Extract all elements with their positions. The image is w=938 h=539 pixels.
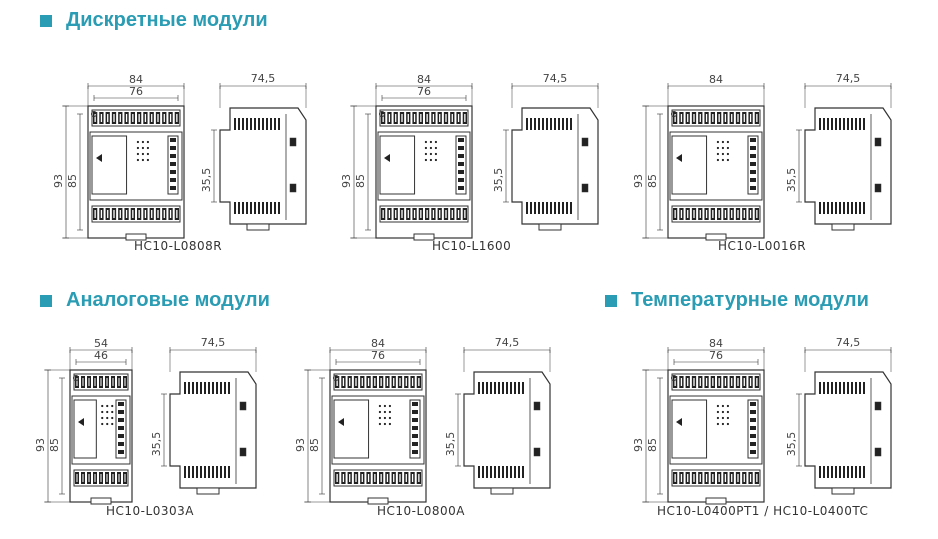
height-outer-label: 93 (52, 174, 65, 188)
side-view-2: 74,5 35,5 (785, 72, 892, 231)
width-inner-label: 76 (371, 349, 385, 362)
square-bullet-icon (40, 14, 52, 27)
module-caption: HC10-L0303A (106, 504, 194, 518)
side-view-0: 74,5 35,5 (200, 72, 307, 231)
side-view-4: 74,5 35,5 (444, 336, 551, 495)
height-inner-label: 85 (66, 174, 79, 188)
depth-label: 74,5 (251, 72, 276, 85)
section-title-temperature: Температурные модули (605, 289, 869, 312)
height-outer-label: 93 (632, 174, 645, 188)
depth-label: 74,5 (836, 336, 861, 349)
width-outer-label: 84 (709, 337, 723, 350)
section-title-discrete: Дискретные модули (40, 9, 268, 32)
module-caption: HC10-L0808R (134, 239, 223, 253)
height-inner-label: 85 (48, 438, 61, 452)
rail-label: 35,5 (444, 432, 457, 457)
section-title-text: Аналоговые модули (66, 289, 270, 311)
height-inner-label: 85 (308, 438, 321, 452)
height-inner-label: 85 (646, 438, 659, 452)
module-caption: HC10-L0400PT1 / HC10-L0400TC (657, 504, 869, 518)
module-caption: HC10-L1600 (432, 239, 512, 253)
side-view-5: 74,5 35,5 (785, 336, 892, 495)
depth-label: 74,5 (201, 336, 226, 349)
section-title-text: Дискретные модули (66, 9, 268, 31)
section-title-text: Температурные модули (631, 289, 869, 311)
width-inner-label: 76 (709, 349, 723, 362)
height-outer-label: 93 (340, 174, 353, 188)
module-caption: HC10-L0800A (377, 504, 465, 518)
width-inner-label: 46 (94, 349, 108, 362)
depth-label: 74,5 (543, 72, 568, 85)
rail-label: 35,5 (200, 168, 213, 193)
width-outer-label: 54 (94, 337, 108, 350)
section-title-analog: Аналоговые модули (40, 289, 270, 312)
depth-label: 74,5 (836, 72, 861, 85)
width-outer-label: 84 (129, 73, 143, 86)
height-outer-label: 93 (34, 438, 47, 452)
rail-label: 35,5 (492, 168, 505, 193)
width-outer-label: 84 (709, 73, 723, 86)
width-outer-label: 84 (371, 337, 385, 350)
height-inner-label: 85 (646, 174, 659, 188)
square-bullet-icon (40, 294, 52, 307)
square-bullet-icon (605, 294, 617, 307)
height-inner-label: 85 (354, 174, 367, 188)
module-caption: HC10-L0016R (718, 239, 807, 253)
width-inner-label: 76 (417, 85, 431, 98)
width-inner-label: 76 (129, 85, 143, 98)
width-outer-label: 84 (417, 73, 431, 86)
depth-label: 74,5 (495, 336, 520, 349)
side-view-3: 74,5 35,5 (150, 336, 257, 495)
rail-label: 35,5 (150, 432, 163, 457)
height-outer-label: 93 (632, 438, 645, 452)
side-view-1: 74,5 35,5 (492, 72, 599, 231)
height-outer-label: 93 (294, 438, 307, 452)
rail-label: 35,5 (785, 168, 798, 193)
rail-label: 35,5 (785, 432, 798, 457)
